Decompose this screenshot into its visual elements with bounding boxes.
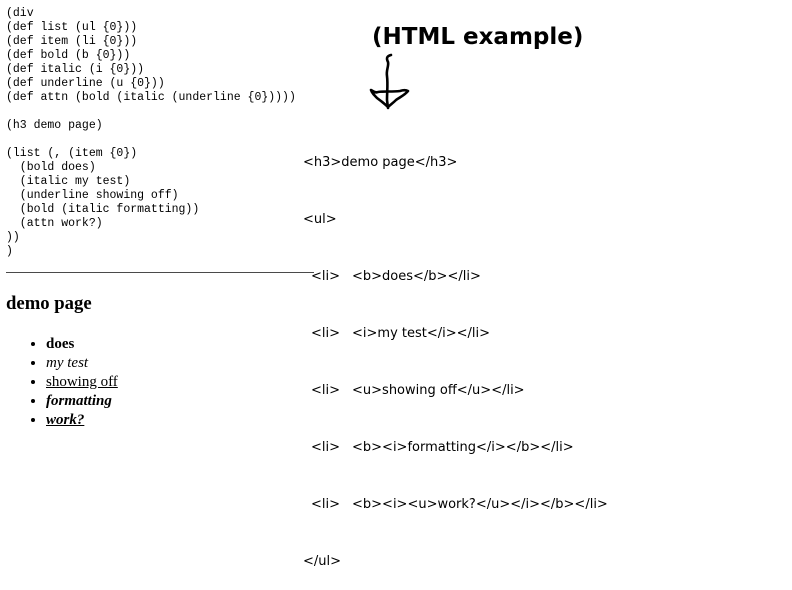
annotation-title: (HTML example) <box>372 24 584 50</box>
source-line: (def italic (i {0})) <box>6 63 145 76</box>
rendered-output: demo page does my test showing off forma… <box>6 291 118 430</box>
html-li-open-tag: <li> <box>311 497 341 512</box>
list-item: does <box>46 335 118 354</box>
bold-italic-wrapper: formatting <box>46 393 112 409</box>
horizontal-divider <box>6 272 314 273</box>
html-li-line: <li> <i>my test</i></li> <box>303 324 608 343</box>
html-li-content: <i>my test</i></li> <box>352 326 491 341</box>
source-line: (div <box>6 7 34 20</box>
html-li-line: <li> <u>showing off</u></li> <box>303 381 608 400</box>
list-item: work? <box>46 411 118 430</box>
bold-italic-text: formatting <box>46 393 112 409</box>
source-line: (def list (ul {0})) <box>6 21 138 34</box>
source-line: (h3 demo page) <box>6 119 103 132</box>
source-line: (bold (italic formatting)) <box>6 203 200 216</box>
bold-text: does <box>46 336 75 352</box>
source-line: (bold does) <box>6 161 96 174</box>
source-line: (def attn (bold (italic (underline {0}))… <box>6 91 296 104</box>
source-line: (def underline (u {0})) <box>6 77 165 90</box>
source-line <box>6 105 296 119</box>
source-line: )) <box>6 231 20 244</box>
source-line: (underline showing off) <box>6 189 179 202</box>
italic-text: my test <box>46 355 89 371</box>
html-li-content: <b><i>formatting</i></b></li> <box>352 440 574 455</box>
html-li-content: <b><i><u>work?</u></i></b></li> <box>352 497 608 512</box>
source-line: (italic my test) <box>6 175 131 188</box>
html-li-open-tag: <li> <box>311 326 341 341</box>
attn-bold-wrapper: work? <box>46 412 84 428</box>
source-code-block: (div(def list (ul {0}))(def item (li {0}… <box>6 7 296 259</box>
attn-text: work? <box>46 412 85 428</box>
html-output-code: <h3>demo page</h3> <ul> <li> <b>does</b><… <box>303 115 608 590</box>
source-line: (def item (li {0})) <box>6 35 138 48</box>
html-li-line: <li> <b>does</b></li> <box>303 267 608 286</box>
html-li-content: <b>does</b></li> <box>352 269 481 284</box>
hand-drawn-down-arrow-icon <box>369 53 410 110</box>
html-li-line: <li> <b><i>formatting</i></b></li> <box>303 438 608 457</box>
html-li-open-tag: <li> <box>311 383 341 398</box>
html-li-content: <u>showing off</u></li> <box>352 383 525 398</box>
list-item: showing off <box>46 373 118 392</box>
html-ul-close-line: </ul> <box>303 554 342 569</box>
list-item: my test <box>46 354 118 373</box>
source-line: (list (, (item {0}) <box>6 147 138 160</box>
attn-italic-wrapper: work? <box>46 412 84 428</box>
html-li-open-tag: <li> <box>311 440 341 455</box>
source-line <box>6 133 296 147</box>
html-ul-open-line: <ul> <box>303 212 337 227</box>
source-line: (def bold (b {0})) <box>6 49 131 62</box>
source-line: ) <box>6 245 13 258</box>
html-li-open-tag: <li> <box>311 269 341 284</box>
underline-text: showing off <box>46 374 118 390</box>
rendered-heading: demo page <box>6 293 92 314</box>
list-item: formatting <box>46 392 118 411</box>
source-line: (attn work?) <box>6 217 103 230</box>
html-h3-line: <h3>demo page</h3> <box>303 155 458 170</box>
rendered-list: does my test showing off formatting work… <box>6 335 118 430</box>
html-li-line: <li> <b><i><u>work?</u></i></b></li> <box>303 495 608 514</box>
